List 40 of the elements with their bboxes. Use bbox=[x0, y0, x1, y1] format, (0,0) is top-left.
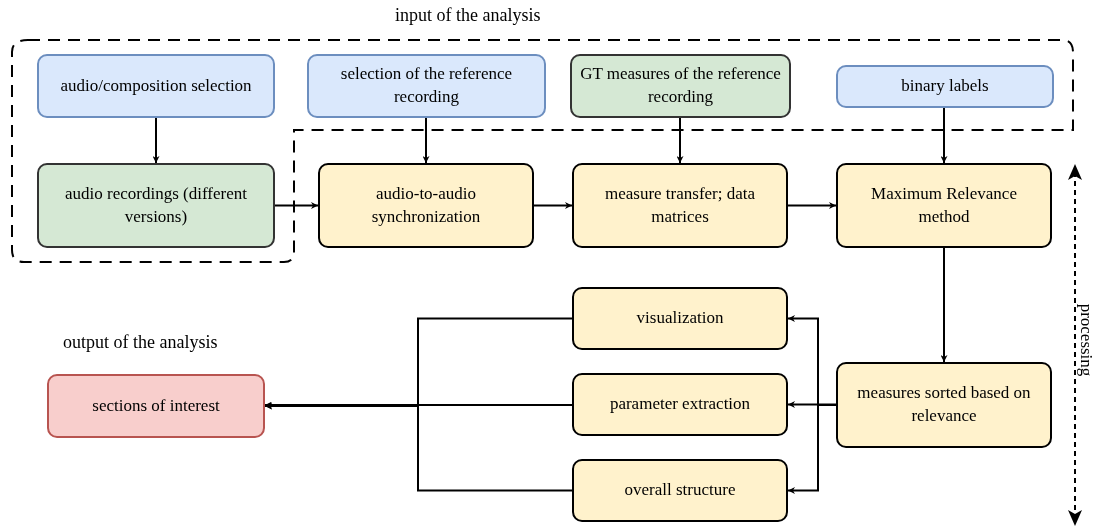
arrow bbox=[264, 401, 573, 409]
arrow bbox=[152, 117, 160, 164]
arrow bbox=[787, 404, 837, 494]
arrow bbox=[787, 202, 837, 209]
process-box bbox=[836, 163, 1052, 248]
box-label: visualization bbox=[636, 307, 724, 330]
arrow bbox=[264, 402, 573, 492]
box-label: overall structure bbox=[624, 479, 736, 502]
input-box bbox=[37, 54, 275, 118]
axis-label: processing bbox=[1076, 302, 1097, 379]
process-box bbox=[572, 163, 788, 248]
arrow bbox=[274, 202, 319, 209]
box-label: measure transfer; data matrices bbox=[603, 182, 757, 228]
process-box bbox=[572, 373, 788, 436]
process-box bbox=[572, 287, 788, 350]
input-box bbox=[836, 65, 1054, 108]
arrow bbox=[422, 117, 430, 164]
section-heading: input of the analysis bbox=[395, 5, 541, 26]
process-box bbox=[318, 163, 534, 248]
box-label: audio-to-audio synchronization bbox=[370, 182, 482, 228]
box-label: GT measures of the reference recording bbox=[579, 63, 782, 108]
box-label: selection of the reference recording bbox=[339, 63, 514, 108]
box-label: sections of interest bbox=[92, 394, 220, 417]
box-label: parameter extraction bbox=[609, 393, 751, 416]
box-label: measures sorted based on relevance bbox=[856, 382, 1032, 427]
box-label: binary labels bbox=[901, 75, 989, 98]
box-label: audio/composition selection bbox=[60, 74, 252, 97]
data-box bbox=[37, 163, 275, 248]
output-box bbox=[47, 374, 265, 438]
arrow bbox=[533, 202, 573, 209]
box-label: Maximum Relevance method bbox=[870, 182, 1018, 228]
process-box bbox=[572, 459, 788, 522]
section-heading: output of the analysis bbox=[63, 332, 218, 353]
arrow bbox=[940, 107, 948, 164]
box-label: audio recordings (different versions) bbox=[64, 182, 248, 228]
input-box bbox=[307, 54, 546, 118]
arrow bbox=[940, 247, 948, 363]
arrow bbox=[676, 117, 684, 164]
data-box bbox=[570, 54, 791, 118]
process-box bbox=[836, 362, 1052, 448]
